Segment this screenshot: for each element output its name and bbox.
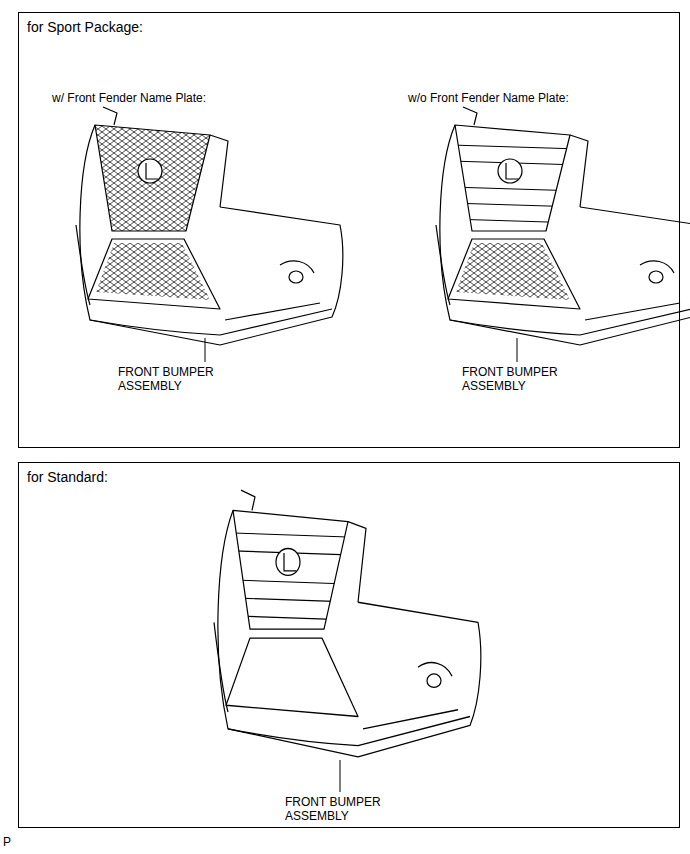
leader-line [340, 760, 341, 792]
panel-heading: for Standard: [19, 463, 679, 486]
leader-lines [205, 338, 517, 792]
caption-note: w/o Front Fender Name Plate: [408, 92, 569, 106]
panel-frame: for Sport Package: [18, 12, 680, 448]
caption-note: P [3, 836, 11, 850]
caption-note: w/ Front Fender Name Plate: [52, 92, 206, 106]
sport-bumper-with-plate [76, 107, 343, 345]
panel-frame: for Standard: [18, 462, 680, 828]
part-name: FRONT BUMPER ASSEMBLY [462, 366, 572, 394]
part-name: FRONT BUMPER ASSEMBLY [118, 366, 228, 394]
leader-line [517, 338, 518, 362]
panel-heading: for Sport Package: [19, 13, 679, 36]
leader-line [205, 338, 206, 362]
part-name: FRONT BUMPER ASSEMBLY [285, 796, 395, 824]
standard-bumper [214, 490, 481, 757]
sport-bumper-without-plate [436, 107, 690, 345]
